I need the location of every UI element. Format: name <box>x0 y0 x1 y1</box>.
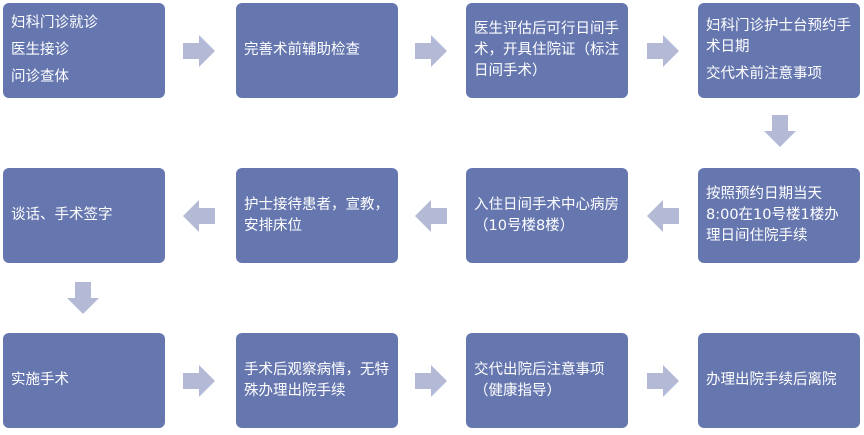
flow-step-11: 交代出院后注意事项（健康指导） <box>466 333 628 428</box>
flow-step-1: 妇科门诊就诊医生接诊问诊查体 <box>3 3 165 98</box>
arrow-right-icon <box>181 363 217 399</box>
flow-step-10: 手术后观察病情，无特殊办理出院手续 <box>236 333 398 428</box>
step-text: 医生评估后可行日间手术，开具住院证（标注日间手术） <box>474 21 619 79</box>
step-text: 妇科门诊就诊 <box>11 15 98 31</box>
arrow-right-icon <box>181 33 217 69</box>
flow-step-8: 谈话、手术签字 <box>3 168 165 263</box>
arrow-left-icon <box>181 198 217 234</box>
flow-step-5: 按照预约日期当天8:00在10号楼1楼办理日间住院手续 <box>698 168 860 263</box>
step-text: 实施手术 <box>11 372 69 388</box>
step-text: 医生接诊 <box>11 42 69 58</box>
flow-step-7: 护士接待患者，宣教，安排床位 <box>236 168 398 263</box>
step-text: 完善术前辅助检查 <box>244 42 360 58</box>
arrow-right-icon <box>645 363 681 399</box>
step-text: 入住日间手术中心病房（10号楼8楼） <box>474 196 619 234</box>
step-text: 妇科门诊护士台预约手术日期 <box>706 18 851 55</box>
arrow-down-icon <box>762 113 798 149</box>
step-text: 手术后观察病情，无特殊办理出院手续 <box>244 361 389 399</box>
arrow-left-icon <box>645 198 681 234</box>
arrow-left-icon <box>413 198 449 234</box>
flow-step-9: 实施手术 <box>3 333 165 428</box>
step-text: 问诊查体 <box>11 69 69 85</box>
flow-step-4: 妇科门诊护士台预约手术日期交代术前注意事项 <box>698 3 860 98</box>
arrow-right-icon <box>413 363 449 399</box>
arrow-right-icon <box>645 33 681 69</box>
flow-step-12: 办理出院手续后离院 <box>698 333 860 428</box>
arrow-down-icon <box>65 280 101 316</box>
flow-step-2: 完善术前辅助检查 <box>236 3 398 98</box>
step-text: 护士接待患者，宣教，安排床位 <box>244 196 389 234</box>
step-text: 谈话、手术签字 <box>11 207 113 223</box>
arrow-right-icon <box>413 33 449 69</box>
step-text: 办理出院手续后离院 <box>706 372 837 388</box>
step-text: 交代出院后注意事项（健康指导） <box>474 361 605 399</box>
step-text: 交代术前注意事项 <box>706 66 822 82</box>
step-text: 按照预约日期当天8:00在10号楼1楼办理日间住院手续 <box>706 186 839 244</box>
flow-step-3: 医生评估后可行日间手术，开具住院证（标注日间手术） <box>466 3 628 98</box>
flow-step-6: 入住日间手术中心病房（10号楼8楼） <box>466 168 628 263</box>
